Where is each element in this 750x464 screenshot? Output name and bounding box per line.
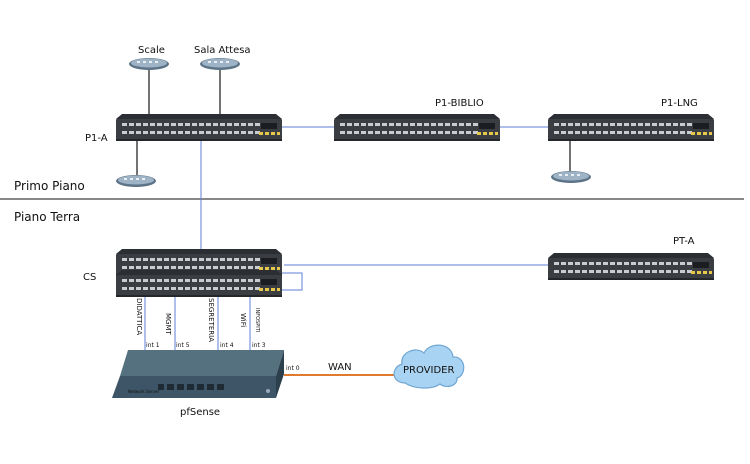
provider-cloud — [393, 344, 465, 389]
firewall-chassis-text: Network Server — [128, 389, 159, 394]
switch-p1lng — [548, 114, 714, 141]
ap-label-scale: Scale — [138, 45, 165, 56]
vlan-label-didattica: DIDATTICA — [135, 298, 143, 335]
access-point-p1lng — [551, 171, 591, 183]
switch-cs-bottom — [116, 270, 282, 297]
switch-label-cs: CS — [83, 272, 96, 283]
vlan-label-segreteria: SEGRETERIA — [207, 298, 215, 342]
vlan-label-wifi: WiFi — [239, 313, 247, 327]
switch-label-p1lng: P1-LNG — [661, 98, 698, 109]
wan-label: WAN — [328, 362, 352, 373]
vlan-label-mgmt: MGMT — [164, 313, 172, 336]
vlan-label-infospiti: INFOSPITI — [254, 308, 260, 332]
access-point-scale — [129, 58, 169, 70]
provider-label: PROVIDER — [403, 365, 454, 376]
switch-label-p1a: P1-A — [85, 133, 108, 144]
switch-label-p1biblio: P1-BIBLIO — [435, 98, 484, 109]
iface-label-int0: int 0 — [286, 365, 300, 372]
firewall-appliance: Network Server — [112, 350, 284, 398]
access-point-sala-attesa — [200, 58, 240, 70]
floor-label-upper: Primo Piano — [14, 179, 85, 193]
firewall-label: pfSense — [180, 407, 220, 418]
ap-label-sala-attesa: Sala Attesa — [194, 45, 251, 56]
floor-label-ground: Piano Terra — [14, 210, 80, 224]
switch-label-pta: PT-A — [673, 236, 695, 247]
iface-label-int3: int 3 — [252, 342, 266, 349]
stack-link — [280, 272, 303, 291]
switch-pta — [548, 253, 714, 280]
switch-p1biblio — [334, 114, 500, 141]
switch-p1a — [116, 114, 282, 141]
iface-label-int5: int 5 — [176, 342, 190, 349]
iface-label-int4: int 4 — [220, 342, 234, 349]
access-point-p1a — [116, 175, 156, 187]
iface-label-int1: int 1 — [146, 342, 160, 349]
